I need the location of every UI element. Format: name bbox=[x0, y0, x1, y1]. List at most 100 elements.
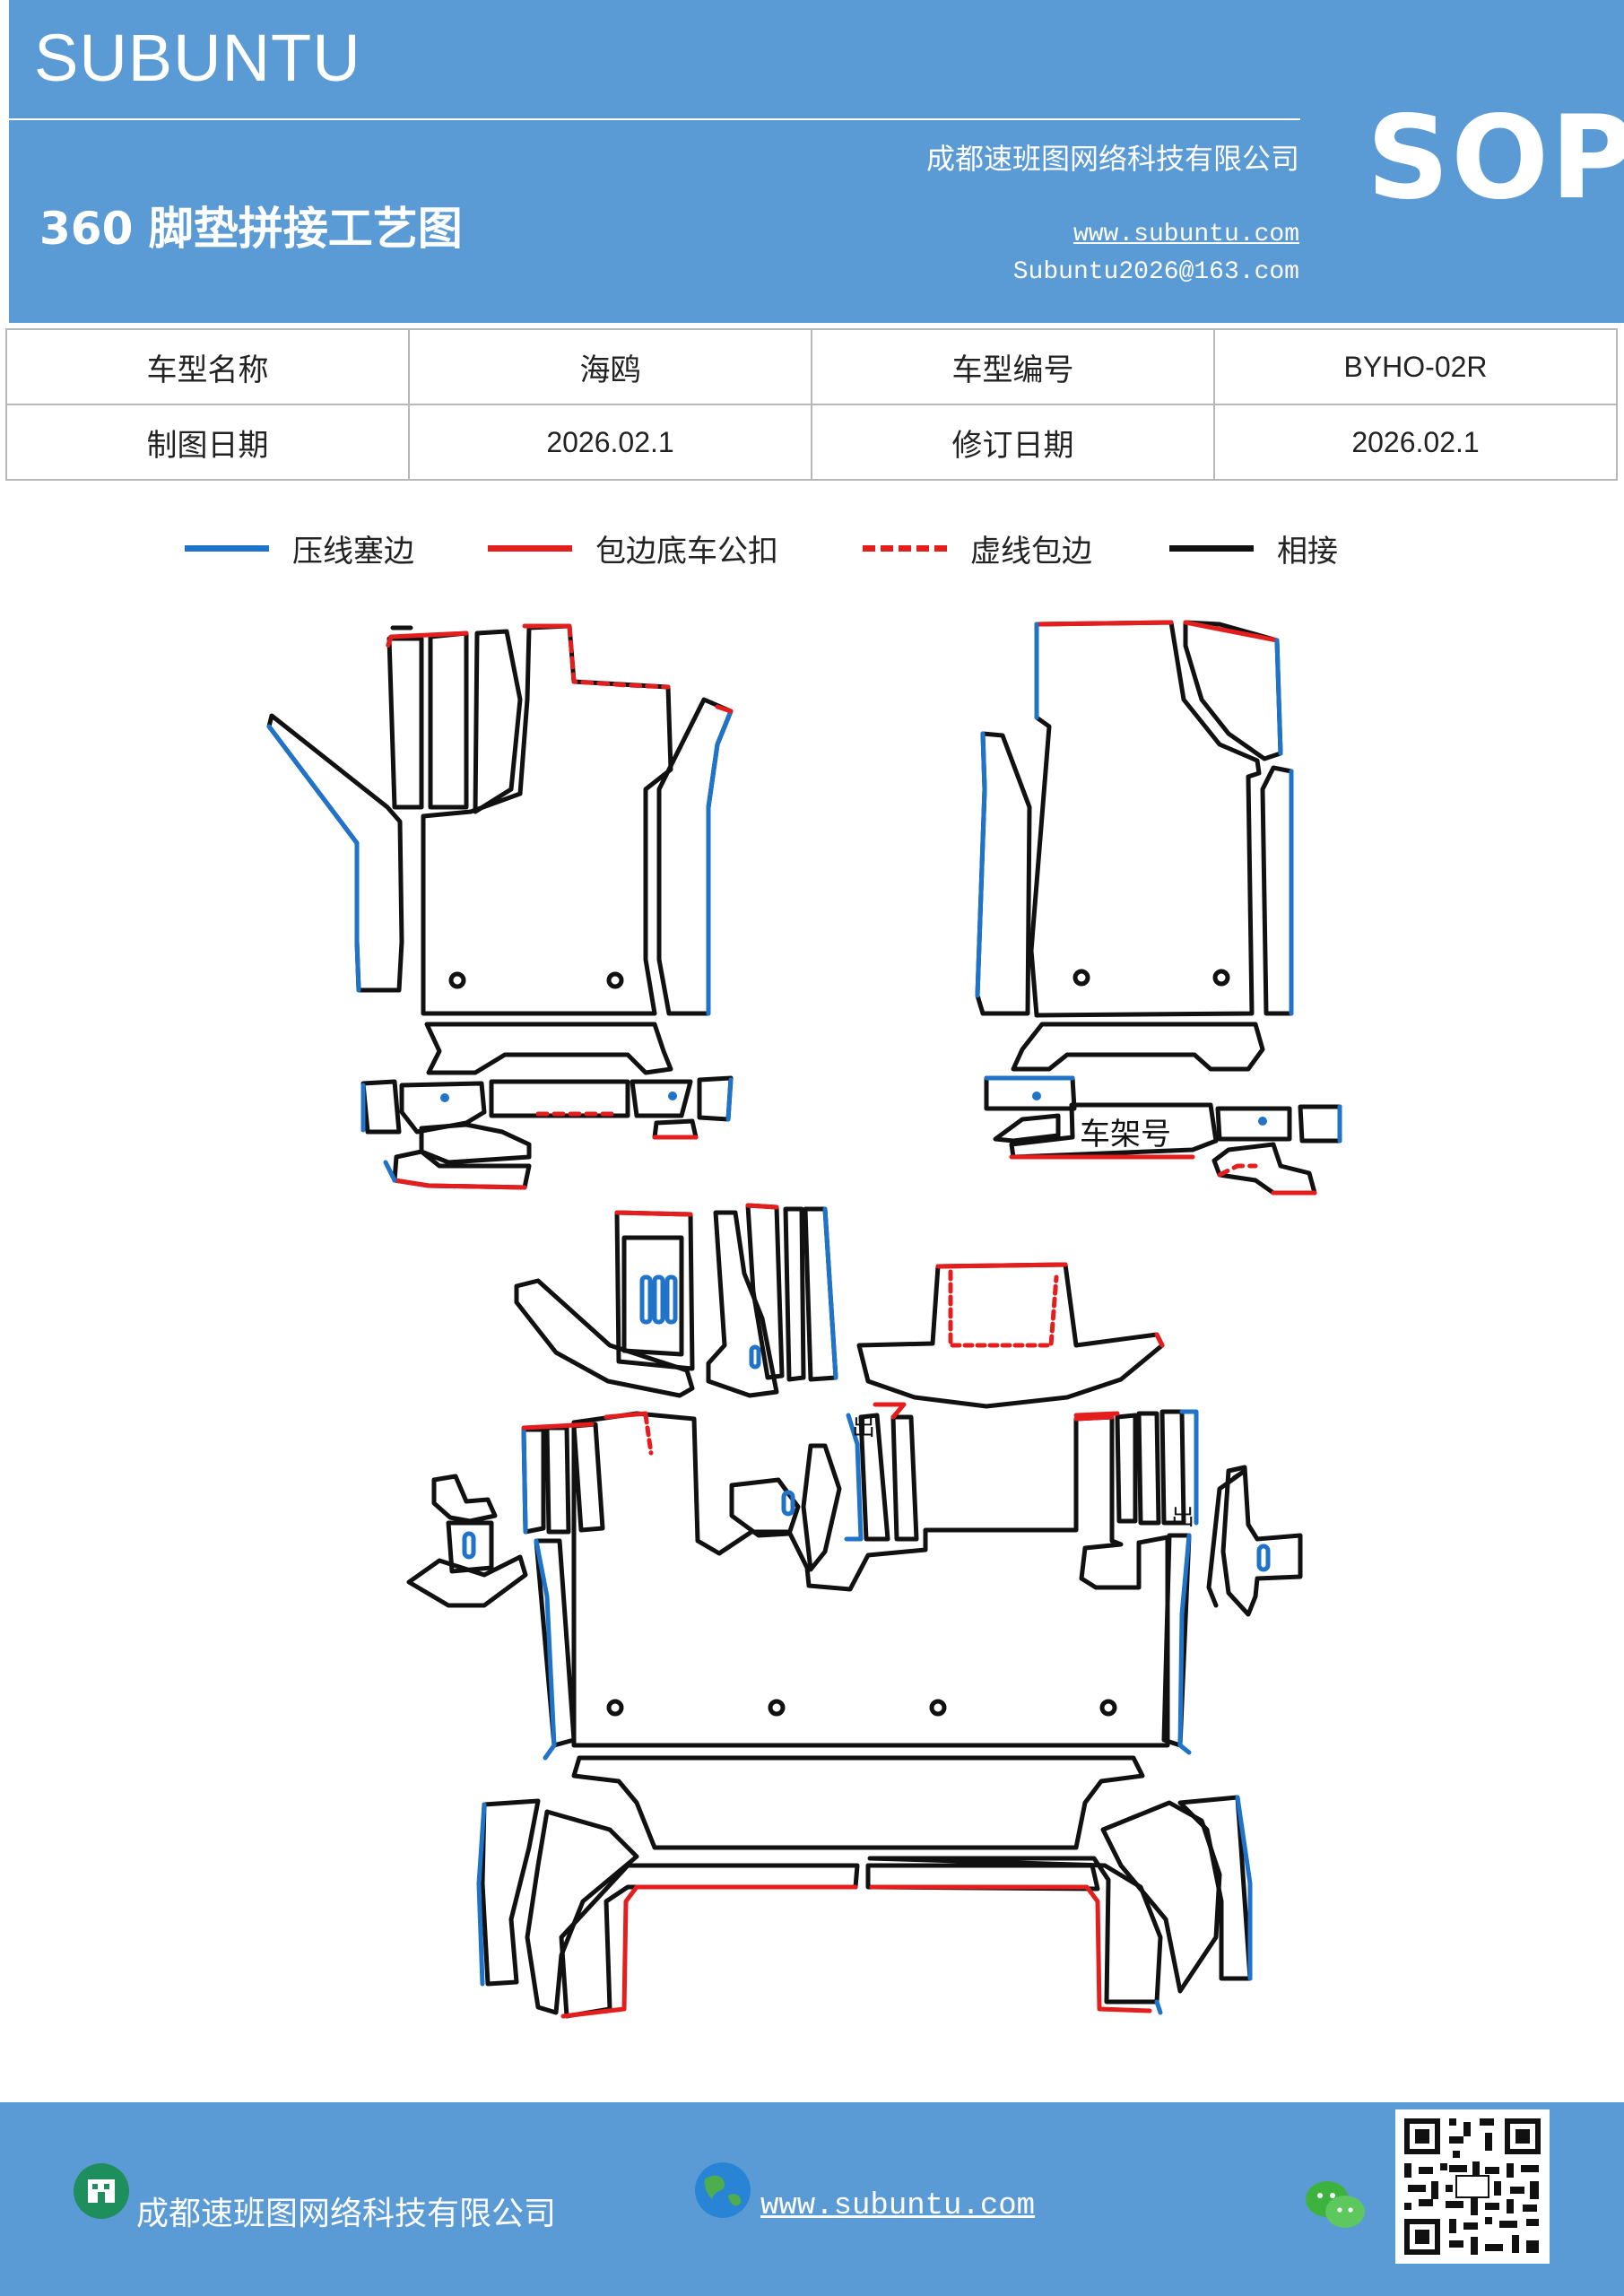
mat-edge-wrap bbox=[392, 1178, 527, 1190]
table-cell: 车型编号 bbox=[811, 328, 1215, 405]
mat-edge-wrap bbox=[614, 1210, 693, 1217]
mat-edge-wrap bbox=[1073, 1414, 1115, 1422]
mat-strip bbox=[697, 1075, 734, 1122]
footer-banner: 成都速班图网络科技有限公司 www.subuntu.com bbox=[0, 2102, 1624, 2296]
mat-slot bbox=[639, 1274, 653, 1325]
legend-item: 包边底车公扣 bbox=[488, 526, 778, 570]
mat-edge-wrap bbox=[935, 1262, 1068, 1269]
mat-edge-wrap bbox=[604, 1411, 648, 1420]
front-left-mat bbox=[266, 623, 734, 1190]
mat-eyelet bbox=[768, 1699, 786, 1717]
mat-eyelet bbox=[1099, 1699, 1117, 1717]
mat-strip bbox=[630, 1079, 693, 1118]
mat-piece bbox=[386, 625, 424, 810]
legend-swatch-black bbox=[1169, 544, 1254, 552]
header-website-link[interactable]: www.subuntu.com bbox=[1073, 221, 1299, 248]
legend-item: 虚线包边 bbox=[863, 526, 1092, 570]
mat-piece bbox=[856, 1262, 1165, 1409]
mat-piece bbox=[1183, 620, 1283, 761]
header-banner: SUBUNTU 360 脚垫拼接工艺图 成都速班图网络科技有限公司 www.su… bbox=[9, 0, 1624, 323]
mat-strip bbox=[984, 1075, 1077, 1111]
mat-strip bbox=[652, 1118, 699, 1140]
mat-main bbox=[571, 1411, 1170, 1748]
mat-button bbox=[1258, 1117, 1267, 1126]
sop-label: SOP bbox=[1367, 91, 1624, 225]
mat-edge-wrap bbox=[869, 1884, 1152, 2013]
mat-eyelet bbox=[929, 1699, 947, 1717]
mat-edge-press bbox=[725, 1077, 734, 1122]
table-cell: 海鸥 bbox=[408, 328, 812, 405]
header-email: Subuntu2026@163.com bbox=[1012, 258, 1299, 286]
line-legend: 压线塞边 包边底车公扣 虚线包边 相接 bbox=[0, 526, 1624, 570]
mat-strip bbox=[544, 1425, 571, 1535]
front-right-mat: 车架号 bbox=[975, 620, 1342, 1196]
brand-logo-text: SUBUNTU bbox=[34, 21, 361, 95]
table-row: 制图日期 2026.02.1 修订日期 2026.02.1 bbox=[5, 404, 1618, 481]
mat-edge-wrap bbox=[1183, 620, 1280, 643]
mat-arch-piece bbox=[525, 1809, 639, 2015]
mat-piece bbox=[266, 713, 404, 993]
mat-button bbox=[440, 1093, 449, 1102]
legend-label: 包边底车公扣 bbox=[595, 533, 778, 570]
mat-piece bbox=[890, 1414, 919, 1542]
mat-piece bbox=[858, 1413, 890, 1542]
mat-strip bbox=[571, 1422, 605, 1533]
table-cell: 2026.02.1 bbox=[1213, 404, 1618, 481]
vehicle-info-table: 车型名称 海鸥 车型编号 BYHO-02R 制图日期 2026.02.1 修订日… bbox=[5, 328, 1618, 481]
mat-eyelet bbox=[1212, 969, 1230, 987]
footer-website-link[interactable]: www.subuntu.com bbox=[760, 2189, 1036, 2223]
mat-piece bbox=[428, 631, 469, 810]
mat-edge-press bbox=[1274, 638, 1283, 756]
mat-strip bbox=[1298, 1104, 1342, 1144]
mat-strip bbox=[865, 1863, 1100, 1892]
mat-eyelet bbox=[606, 971, 624, 989]
mat-edge-press bbox=[844, 1413, 864, 1542]
mat-piece bbox=[473, 629, 523, 814]
mat-strip bbox=[360, 1079, 402, 1135]
table-row: 车型名称 海鸥 车型编号 BYHO-02R bbox=[5, 328, 1618, 405]
mat-piece bbox=[431, 1474, 498, 1524]
document-title: 360 脚垫拼接工艺图 bbox=[39, 203, 463, 255]
qr-code[interactable] bbox=[1395, 2109, 1550, 2264]
mat-heel-pad bbox=[571, 1755, 1145, 1850]
mat-eyelet bbox=[448, 971, 466, 989]
mat-edge-wrap bbox=[1034, 620, 1174, 627]
mat-eyelet bbox=[1073, 969, 1090, 987]
table-cell: 车型名称 bbox=[5, 328, 410, 405]
mark-label: 出 bbox=[852, 1414, 875, 1441]
mat-edge-wrap bbox=[560, 1884, 858, 2019]
rear-mat: 出 出 bbox=[406, 1203, 1303, 2019]
mat-edge-press bbox=[1235, 1795, 1253, 1981]
mat-eyelet bbox=[606, 1699, 624, 1717]
mat-strip bbox=[1211, 1142, 1317, 1196]
mat-piece bbox=[406, 1554, 528, 1608]
mat-strip bbox=[993, 1113, 1061, 1144]
legend-label: 相接 bbox=[1277, 533, 1338, 570]
table-cell: BYHO-02R bbox=[1213, 328, 1618, 405]
mat-strip bbox=[1215, 1106, 1292, 1142]
mat-piece bbox=[1260, 765, 1294, 1016]
mat-edge-press bbox=[1179, 1409, 1199, 1526]
frame-number-label: 车架号 bbox=[1080, 1117, 1171, 1152]
legend-swatch-red bbox=[488, 544, 572, 552]
table-cell: 修订日期 bbox=[811, 404, 1215, 481]
mat-edge-wrap bbox=[521, 1422, 595, 1431]
mat-piece bbox=[446, 1520, 494, 1574]
mat-edge-wrap bbox=[745, 1203, 779, 1210]
mat-edge-wrap bbox=[1073, 1411, 1120, 1418]
table-cell: 制图日期 bbox=[5, 404, 410, 481]
legend-label: 压线塞边 bbox=[292, 533, 414, 570]
mat-arch-piece bbox=[480, 1798, 541, 1987]
mat-edge-wrap bbox=[388, 631, 469, 639]
building-icon bbox=[74, 2163, 129, 2219]
legend-item: 压线塞边 bbox=[185, 526, 414, 570]
footer-company: 成都速班图网络科技有限公司 bbox=[136, 2196, 557, 2232]
legend-swatch-blue bbox=[185, 544, 269, 552]
mat-edge-wrap-dashed bbox=[385, 634, 394, 650]
mark-label: 出 bbox=[1171, 1504, 1194, 1531]
mat-edge-wrap-dashed bbox=[948, 1269, 1059, 1348]
mat-slot bbox=[1256, 1544, 1271, 1572]
mat-piece bbox=[514, 1278, 695, 1398]
mat-slot bbox=[781, 1490, 795, 1517]
mat-edge-press bbox=[476, 1802, 487, 1987]
